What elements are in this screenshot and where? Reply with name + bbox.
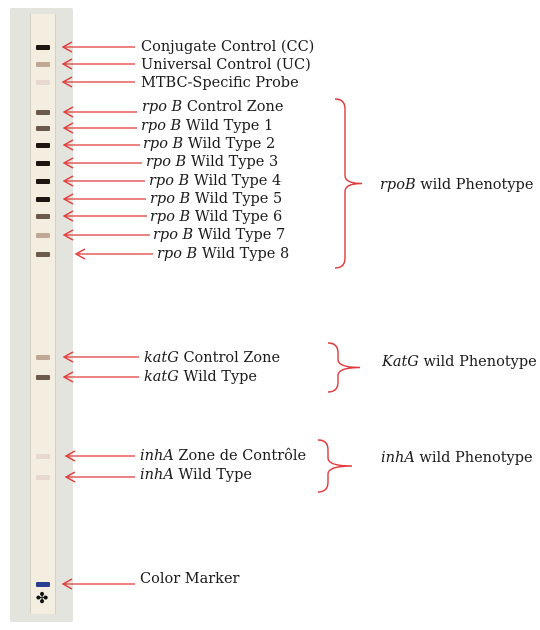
label-katg-wild-type: katG Wild Type: [144, 368, 257, 386]
arrow-conjugate-control: [63, 42, 135, 52]
gene-rpob: rpo B: [149, 173, 189, 189]
arrow-rpob-wt4: [64, 176, 145, 186]
phenotype-rpob: rpoB wild Phenotype: [380, 176, 533, 194]
gene-rpob: rpo B: [142, 99, 182, 115]
brace-inha: [318, 440, 352, 492]
label-rpob-wt7: rpo B Wild Type 7: [153, 226, 285, 244]
label-text: Wild Type 6: [195, 209, 282, 225]
label-rpob-wt5: rpo B Wild Type 5: [150, 190, 282, 208]
label-rpob-wt3: rpo B Wild Type 3: [146, 153, 278, 171]
label-text: Wild Type 8: [202, 246, 289, 262]
label-text: Wild Type 5: [195, 191, 282, 207]
arrow-rpob-wt5: [64, 194, 146, 204]
arrow-rpob-wt2: [64, 140, 140, 150]
arrow-universal-control: [63, 59, 135, 69]
arrow-inha-wild-type: [66, 472, 135, 482]
arrow-rpob-wt1: [64, 123, 137, 133]
gene-rpob: rpo B: [141, 118, 181, 134]
label-inha-control-zone: inhA Zone de Contrôle: [140, 447, 306, 465]
gene-rpob: rpoB: [380, 177, 416, 193]
label-rpob-wt4: rpo B Wild Type 4: [149, 172, 281, 190]
gene-rpob: rpo B: [143, 136, 183, 152]
gene-rpob: rpo B: [150, 209, 190, 225]
arrow-katg-control-zone: [64, 352, 139, 362]
label-text: Control Zone: [187, 99, 284, 115]
gene-katg: KatG: [382, 354, 419, 370]
brace-rpob: [335, 99, 362, 268]
label-text: Wild Type 3: [191, 154, 278, 170]
arrow-rpob-control-zone: [64, 107, 137, 117]
phenotype-text: wild Phenotype: [424, 354, 537, 370]
arrow-rpob-wt6: [64, 211, 147, 221]
gene-inha: inhA: [140, 467, 174, 483]
label-rpob-wt1: rpo B Wild Type 1: [141, 117, 273, 135]
label-katg-control-zone: katG Control Zone: [144, 349, 280, 367]
label-text: Wild Type 4: [194, 173, 281, 189]
label-color-marker: Color Marker: [140, 570, 239, 588]
gene-rpob: rpo B: [157, 246, 197, 262]
arrow-rpob-wt7: [64, 230, 150, 240]
phenotype-inha: inhA wild Phenotype: [381, 449, 533, 467]
label-rpob-wt2: rpo B Wild Type 2: [143, 135, 275, 153]
label-universal-control: Universal Control (UC): [141, 56, 311, 74]
brace-katg: [328, 343, 360, 392]
label-rpob-wt6: rpo B Wild Type 6: [150, 208, 282, 226]
arrow-color-marker: [63, 579, 135, 589]
label-text: Wild Type 7: [198, 227, 285, 243]
label-conjugate-control: Conjugate Control (CC): [141, 38, 314, 56]
arrow-rpob-wt3: [64, 158, 142, 168]
phenotype-text: wild Phenotype: [420, 177, 533, 193]
label-inha-wild-type: inhA Wild Type: [140, 466, 252, 484]
label-rpob-wt8: rpo B Wild Type 8: [157, 245, 289, 263]
label-text: Wild Type 2: [188, 136, 275, 152]
label-rpob-control-zone: rpo B Control Zone: [142, 98, 283, 116]
arrow-rpob-wt8: [76, 249, 153, 259]
arrow-katg-wild-type: [64, 372, 139, 382]
gene-rpob: rpo B: [153, 227, 193, 243]
label-text: Wild Type 1: [186, 118, 273, 134]
gene-inha: inhA: [140, 448, 174, 464]
phenotype-text: wild Phenotype: [419, 450, 532, 466]
gene-katg: katG: [144, 350, 179, 366]
gene-rpob: rpo B: [146, 154, 186, 170]
arrow-mtbc-probe: [63, 77, 135, 87]
label-text: Wild Type: [183, 369, 257, 385]
label-text: Wild Type: [178, 467, 252, 483]
label-text: Control Zone: [183, 350, 280, 366]
gene-inha: inhA: [381, 450, 415, 466]
phenotype-katg: KatG wild Phenotype: [382, 353, 537, 371]
label-text: Zone de Contrôle: [178, 448, 306, 464]
label-mtbc-probe: MTBC-Specific Probe: [141, 74, 299, 92]
gene-rpob: rpo B: [150, 191, 190, 207]
arrow-inha-control-zone: [66, 451, 135, 461]
gene-katg: katG: [144, 369, 179, 385]
